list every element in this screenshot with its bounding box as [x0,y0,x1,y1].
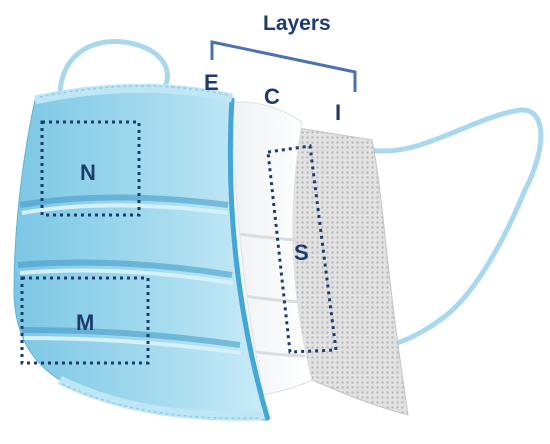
pleat-3-highlight [23,336,242,355]
region-label-nose: N [80,160,96,185]
right-ear-strap [369,107,544,349]
layer-label-inner: I [335,100,342,125]
pleat-1-highlight [21,203,229,215]
top-binding [34,83,233,105]
region-box-side [266,144,338,354]
layers-bracket [210,40,357,92]
region-box-mouth [20,276,150,365]
left-ear-strap [57,39,170,97]
pleat-2 [17,259,233,278]
layer-label-middle: C [264,84,280,109]
pleat-2-highlight [19,268,234,285]
layers-title: Layers [263,12,331,35]
blue-edge-binding [227,97,271,421]
pleat-1 [19,194,229,208]
region-box-nose [40,120,141,217]
top-binding-stitch [39,85,229,98]
pleat-3 [21,327,241,348]
bottom-binding-stitch [61,383,259,420]
bottom-binding [57,375,263,421]
region-label-side: S [294,240,309,265]
region-label-mouth: M [76,310,95,335]
layer-label-outer: E [204,70,219,95]
